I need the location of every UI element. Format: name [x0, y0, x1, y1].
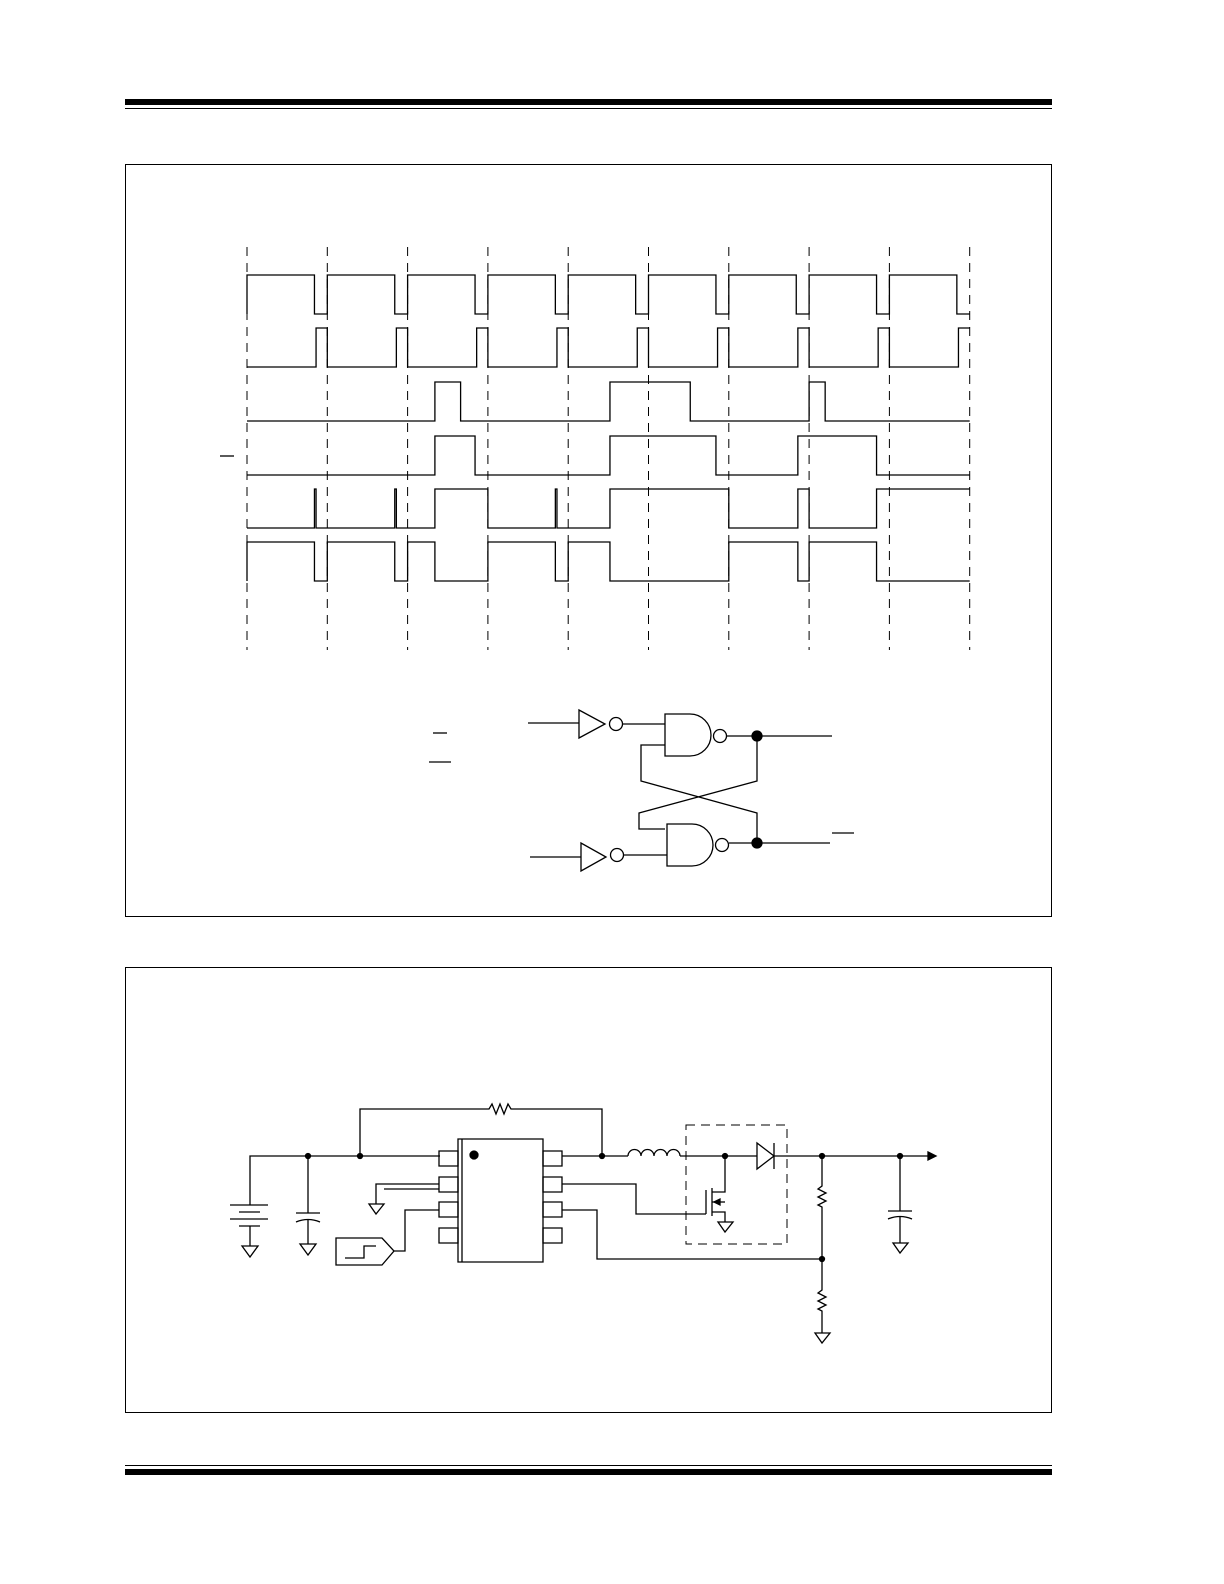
inverter-top: [579, 710, 605, 738]
battery-symbol: [230, 1205, 268, 1246]
gate-drive-wire: [562, 1184, 706, 1214]
timing-waveform-5: [247, 489, 970, 528]
timing-waveform-1: [247, 275, 970, 314]
ground-output-cap: [893, 1243, 908, 1253]
inverter-bottom: [581, 843, 606, 871]
output-cap-plate-bottom: [888, 1217, 912, 1220]
ic-pin1-marker: [470, 1151, 478, 1159]
fb-pin-wire: [562, 1210, 822, 1259]
inverter-top-bubble: [610, 718, 623, 731]
cross-coupling-wires: [639, 736, 757, 842]
ground-divider: [815, 1333, 830, 1343]
ic-body: [458, 1139, 543, 1262]
timing-diagram: [220, 247, 970, 650]
timing-waveform-4: [247, 436, 970, 475]
nand-gate-top-bubble: [714, 730, 727, 743]
timing-waveform-2: [247, 328, 970, 367]
schottky-diode: [757, 1143, 774, 1169]
ground-ic: [369, 1204, 384, 1214]
input-cap-plate-bottom: [296, 1220, 320, 1223]
timing-waveform-3: [247, 382, 970, 421]
application-figure-frame: [125, 967, 1052, 1413]
external-fet-dashed-box: [686, 1125, 787, 1244]
timing-waveforms: [247, 275, 970, 581]
input-rail: [250, 1156, 440, 1205]
ic-left-pins: [439, 1151, 458, 1243]
timing-waveform-6: [247, 542, 970, 581]
enable-pin-wire: [394, 1210, 439, 1251]
mosfet-arrow: [714, 1199, 720, 1205]
nand-gate-top: [665, 714, 711, 756]
mosfet-drain: [712, 1156, 725, 1192]
gnd-pin-wire: [376, 1184, 439, 1204]
nand-gate-bottom: [667, 824, 713, 866]
ground-input-cap: [300, 1244, 316, 1255]
mosfet-source: [712, 1212, 725, 1222]
footer-rule-thin: [125, 1465, 1052, 1466]
signal-source-box: [336, 1238, 394, 1265]
timing-figure-frame: [125, 164, 1052, 917]
signal-source-step: [345, 1246, 376, 1258]
application-schematic: [230, 1104, 936, 1343]
divider-resistor-bottom: [818, 1259, 826, 1333]
node-dot-sw: [600, 1154, 605, 1159]
header-rule-thick: [125, 99, 1052, 105]
ground-battery: [242, 1246, 258, 1257]
inverter-bottom-bubble: [611, 849, 624, 862]
ground-mosfet: [718, 1222, 733, 1232]
node-dot-input-cap: [306, 1154, 311, 1159]
header-rule-thin: [125, 108, 1052, 109]
footer-rule-thick: [125, 1469, 1052, 1475]
nand-gate-bottom-bubble: [716, 839, 729, 852]
junction-dot-bottom: [752, 838, 762, 848]
inductor: [628, 1150, 680, 1157]
timing-gridlines: [247, 247, 970, 650]
output-arrow: [928, 1152, 936, 1160]
feedback-loop-wire: [360, 1104, 602, 1156]
sr-latch-schematic: [429, 710, 854, 871]
ic-right-pins: [543, 1151, 562, 1243]
divider-resistor-top: [818, 1156, 826, 1259]
